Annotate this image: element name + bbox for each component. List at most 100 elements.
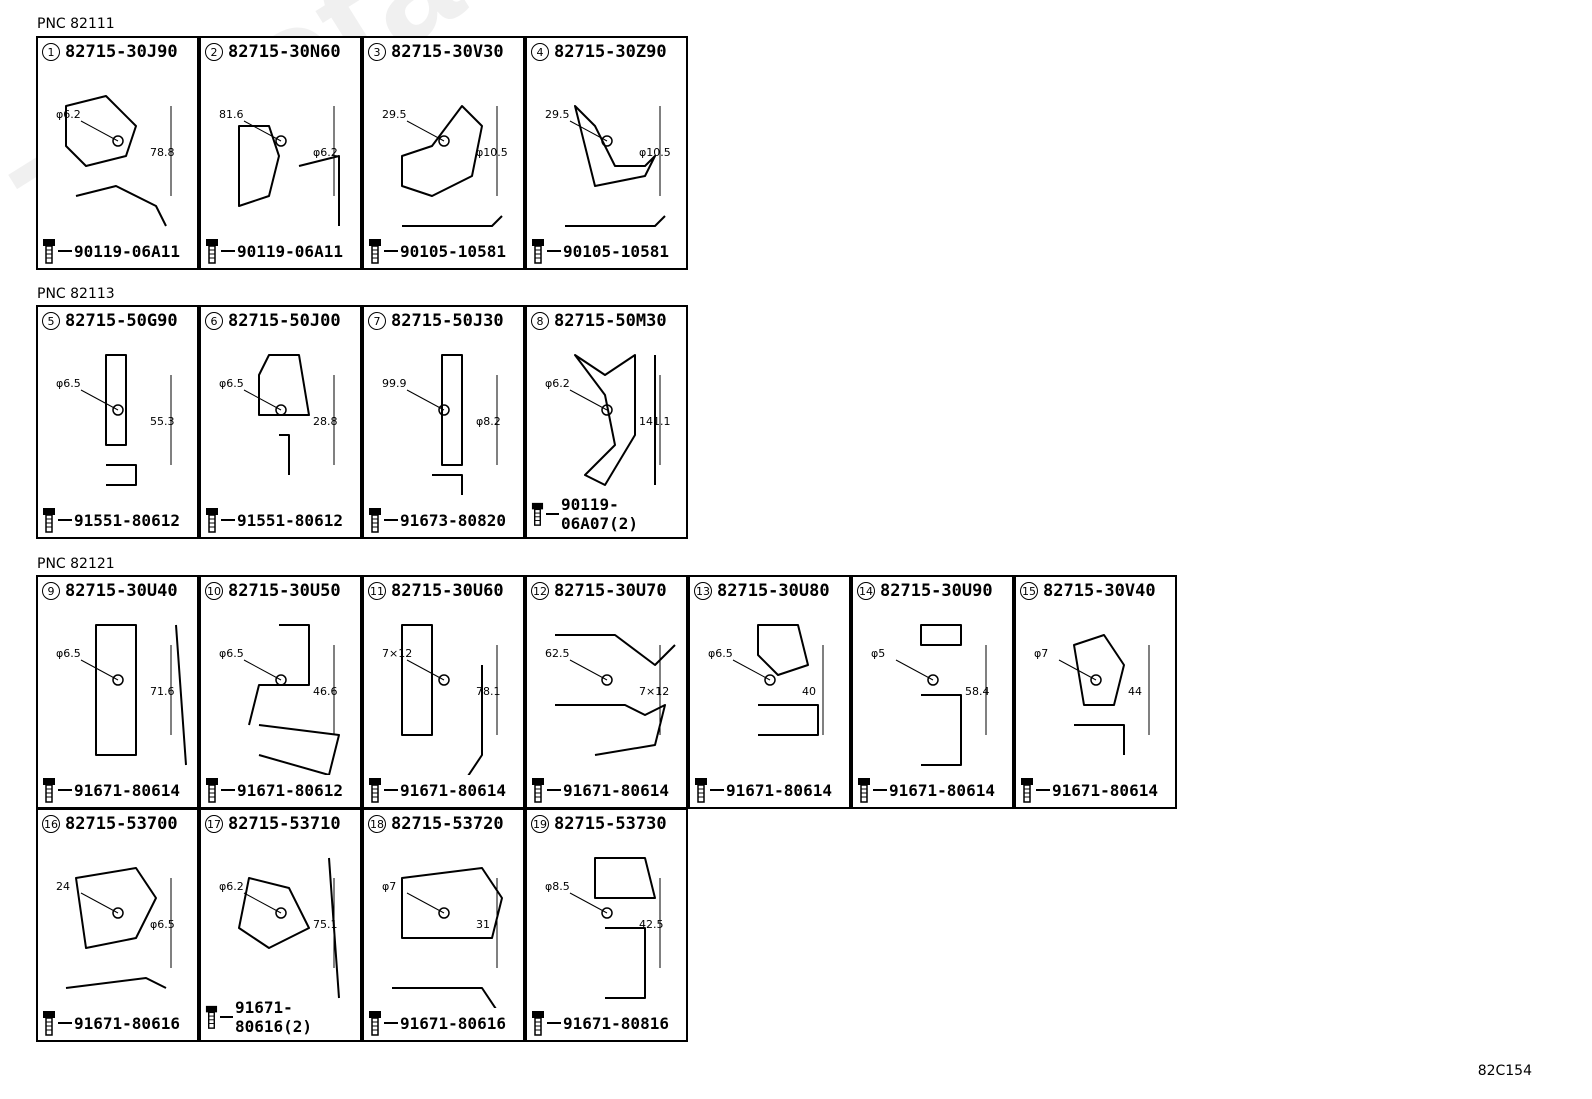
dimension-label-a: φ6.2 [219,880,244,893]
hole-mark [1090,674,1102,686]
leader-dash [1036,789,1050,791]
leader-dash [384,250,398,252]
leader-dash [58,789,72,791]
part-number: 82715-50G90 [65,311,178,331]
leader-line [80,659,119,681]
bolt-part-number: 91671-80816 [563,1013,669,1033]
hole-mark [601,135,613,147]
hole-mark [275,135,287,147]
bolt-icon [858,778,870,803]
part-number: 82715-50M30 [554,311,667,331]
bolt-part-number: 90119-06A07(2) [560,495,639,533]
part-number: 82715-53700 [65,814,178,834]
bolt-callout: 91671-80616 [42,1010,180,1036]
part-number: 82715-30U60 [391,581,504,601]
leader-dash [547,1022,561,1024]
bracket-outline [105,354,137,486]
leader-dash [221,250,235,252]
leader-line [80,892,119,914]
bracket-outline [574,354,656,486]
bracket-outline [392,867,503,1008]
dimension-label-b: 71.6 [150,685,175,698]
leader-line [406,892,445,914]
dimension-label-a: φ6.5 [708,647,733,660]
bracket-drawing: φ6.555.3 [56,354,175,486]
part-index-badge: 10 [205,582,223,600]
hole-mark [927,674,939,686]
part-number: 82715-50J00 [228,311,341,331]
bracket-outline [555,634,676,756]
leader-line [569,389,608,411]
bolt-part-number: 91671-80614 [400,780,506,800]
part-index-badge: 16 [42,815,60,833]
part-index-badge: 1 [42,43,60,61]
bracket-outline [920,624,962,766]
hole-mark [601,907,613,919]
bolt-part-number: 91671-80614 [1052,780,1158,800]
dimension-label-b: 58.4 [965,685,990,698]
leader-dash [221,519,235,521]
bolt-icon [1021,778,1033,803]
dimension-label-b: 75.1 [313,918,338,931]
bolt-icon [206,508,218,533]
bolt-icon [205,1005,218,1029]
part-number: 82715-30V30 [391,42,504,62]
bolt-part-number: 90105-10581 [400,241,506,261]
bracket-outline [1073,634,1125,755]
part-cell: 16 82715-53700 24 φ6.5 91671-80616 [36,808,199,1042]
bolt-icon [43,1011,55,1036]
bracket-outline [432,354,463,495]
part-index-badge: 14 [857,582,875,600]
part-header: 8 82715-50M30 [531,311,667,331]
bracket-drawing: φ8.542.5 [545,857,664,999]
leader-dash [873,789,887,791]
leader-line [80,120,119,142]
bracket-outline [401,105,503,227]
dimension-label-a: φ6.5 [219,377,244,390]
leader-line [80,389,119,411]
leader-dash [384,1022,398,1024]
part-index-badge: 11 [368,582,386,600]
part-number: 82715-30V40 [1043,581,1156,601]
bolt-callout: 91671-80612 [205,777,343,803]
bolt-callout: 91671-80614 [1020,777,1158,803]
bolt-part-number: 91671-80614 [563,780,669,800]
leader-line [406,120,445,142]
hole-mark [275,674,287,686]
dimension-label-b: φ10.5 [639,146,671,159]
part-index-badge: 8 [531,312,549,330]
dimension-label-b: φ6.5 [150,918,175,931]
part-index-badge: 4 [531,43,549,61]
hole-mark [438,674,450,686]
bracket-drawing: 99.9φ8.2 [382,354,501,495]
bolt-part-number: 90105-10581 [563,241,669,261]
part-number: 82715-30U50 [228,581,341,601]
dimension-label-a: φ7 [1034,647,1048,660]
dimension-label-b: 141.1 [639,415,671,428]
part-index-badge: 2 [205,43,223,61]
part-number: 82715-30U80 [717,581,830,601]
bracket-outline [238,125,340,226]
hole-mark [112,674,124,686]
dimension-label-a: 29.5 [545,108,570,121]
dimension-label-a: 24 [56,880,70,893]
bracket-drawing: φ6.571.6 [56,624,187,766]
bracket-drawing: φ6.546.6 [219,624,340,775]
part-number: 82715-50J30 [391,311,504,331]
dimension-label-b: φ10.5 [476,146,508,159]
dimension-label-b: 40 [802,685,816,698]
bolt-part-number: 91671-80614 [74,780,180,800]
